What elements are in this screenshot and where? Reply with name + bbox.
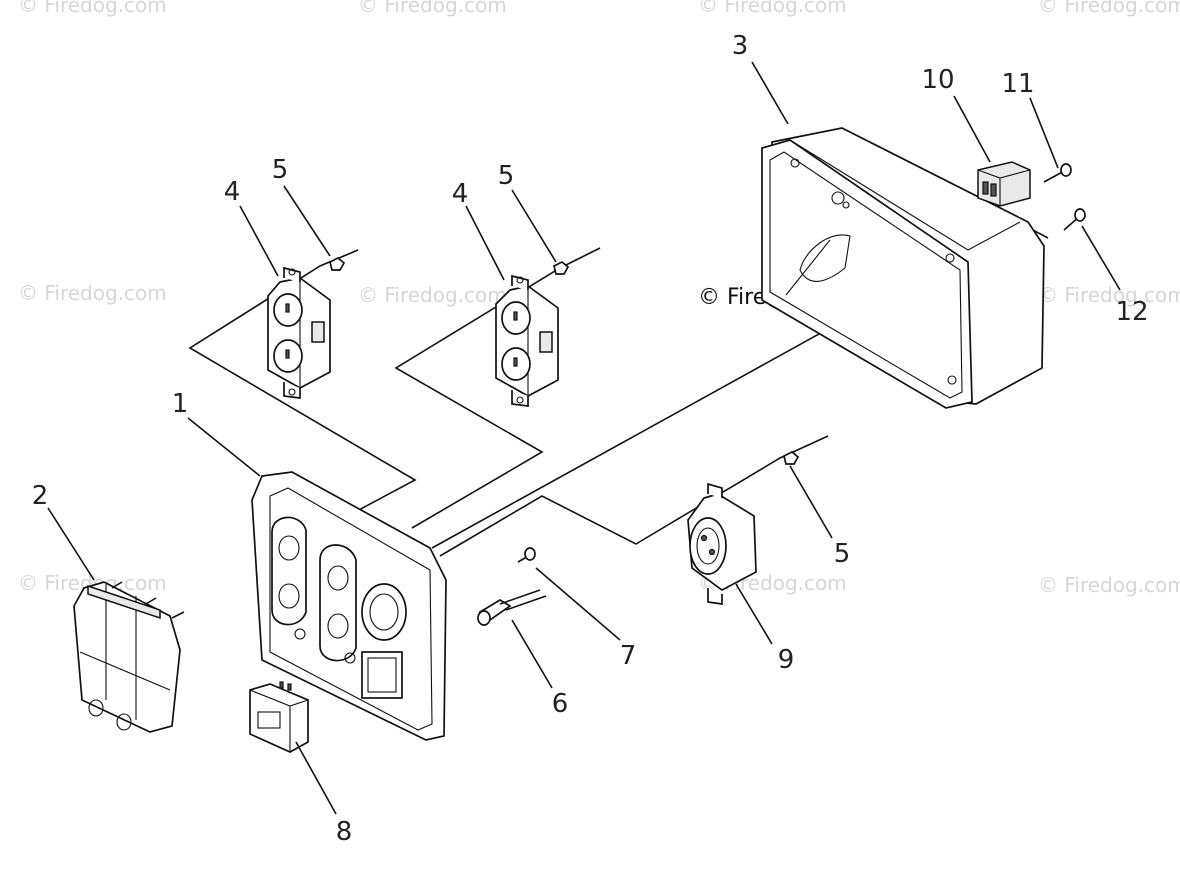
callout-8: 8 [336, 817, 353, 847]
nut-middle [553, 260, 570, 275]
watermark: © Firedog.com [1038, 573, 1180, 597]
callout-9: 9 [778, 645, 795, 675]
watermark: © Firedog.com [698, 0, 847, 17]
watermark: © Firedog.com [1038, 283, 1180, 307]
callout-4: 4 [224, 177, 241, 207]
outlet-cover [73, 581, 185, 733]
screw-7 [517, 547, 536, 563]
callout-6: 6 [552, 689, 569, 719]
callout-leaders [47, 61, 1121, 815]
screw-11 [1043, 163, 1072, 183]
duplex-receptacle-left [267, 266, 331, 399]
outlet-box [761, 127, 1045, 409]
duplex-receptacle-middle [495, 274, 559, 407]
nut-left [329, 256, 346, 271]
callout-2: 2 [32, 481, 49, 511]
callout-4: 4 [452, 179, 469, 209]
watermark: © Firedog.com [1038, 0, 1180, 17]
screw-12 [1063, 208, 1086, 231]
callout-3: 3 [732, 31, 749, 61]
circuit-breaker [249, 681, 309, 753]
callout-5: 5 [834, 539, 851, 569]
callout-7: 7 [620, 641, 637, 671]
twist-lock-receptacle [687, 482, 757, 605]
indicator-lamp [477, 589, 547, 626]
callout-1: 1 [172, 389, 189, 419]
callout-12: 12 [1115, 297, 1148, 327]
callout-10: 10 [921, 65, 954, 95]
watermark: © Firedog.com [358, 283, 507, 307]
watermark: © Firedog.com [18, 281, 167, 305]
callout-11: 11 [1001, 69, 1034, 99]
terminal-block [977, 161, 1031, 207]
callout-5: 5 [498, 161, 515, 191]
control-panel [251, 471, 447, 741]
callout-5: 5 [272, 155, 289, 185]
nut-right [783, 450, 800, 465]
part-labels: 1 2 3 4 4 5 5 5 6 7 8 9 10 11 12 [32, 31, 1149, 847]
watermark: © Firedog.com [358, 0, 507, 17]
watermark: © Firedog.com [18, 0, 167, 17]
